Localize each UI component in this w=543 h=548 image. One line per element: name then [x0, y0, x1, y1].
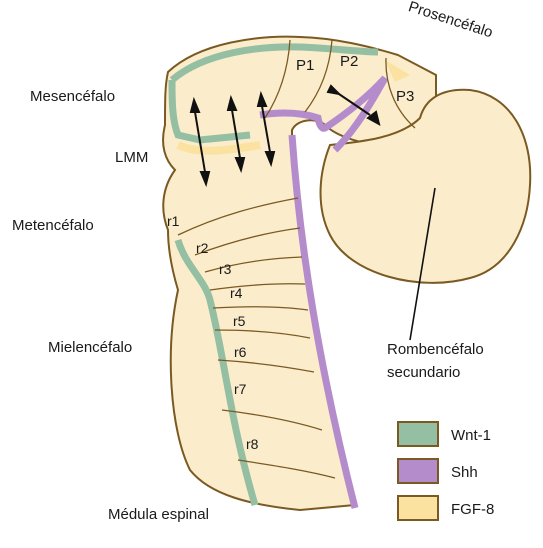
secondary-rhombencephalon-label-line2: secundario: [387, 364, 460, 381]
secondary-rhombencephalon-label-line1: Rombencéfalo: [387, 341, 484, 358]
prosomere-label: P3: [396, 88, 414, 105]
legend: Wnt-1 Shh FGF-8: [398, 422, 494, 520]
rhombomere-label: r1: [167, 213, 180, 229]
prosomere-label: P2: [340, 53, 358, 70]
rhombomere-label: r4: [230, 285, 243, 301]
rhombomere-label: r7: [234, 381, 247, 397]
rhombomere-label: r5: [233, 313, 246, 329]
rhombomere-label: r2: [196, 240, 209, 256]
spinal-cord-label: Médula espinal: [108, 506, 209, 523]
myelencephalon-label: Mielencéfalo: [48, 339, 132, 356]
rhombomere-label: r3: [219, 261, 232, 277]
metencephalon-label: Metencéfalo: [12, 217, 94, 234]
lmm-label: LMM: [115, 149, 148, 166]
legend-swatch-shh: [398, 459, 438, 483]
rhombomere-label: r8: [246, 436, 259, 452]
legend-label: Wnt-1: [451, 427, 491, 444]
prosencephalon-label: Prosencéfalo: [406, 0, 495, 41]
prosomere-label: P1: [296, 57, 314, 74]
legend-label: FGF-8: [451, 501, 494, 518]
legend-label: Shh: [451, 464, 478, 481]
rhombomere-label: r6: [234, 344, 247, 360]
legend-swatch-fgf8: [398, 496, 438, 520]
legend-swatch-wnt1: [398, 422, 438, 446]
mesencephalon-label: Mesencéfalo: [30, 88, 115, 105]
